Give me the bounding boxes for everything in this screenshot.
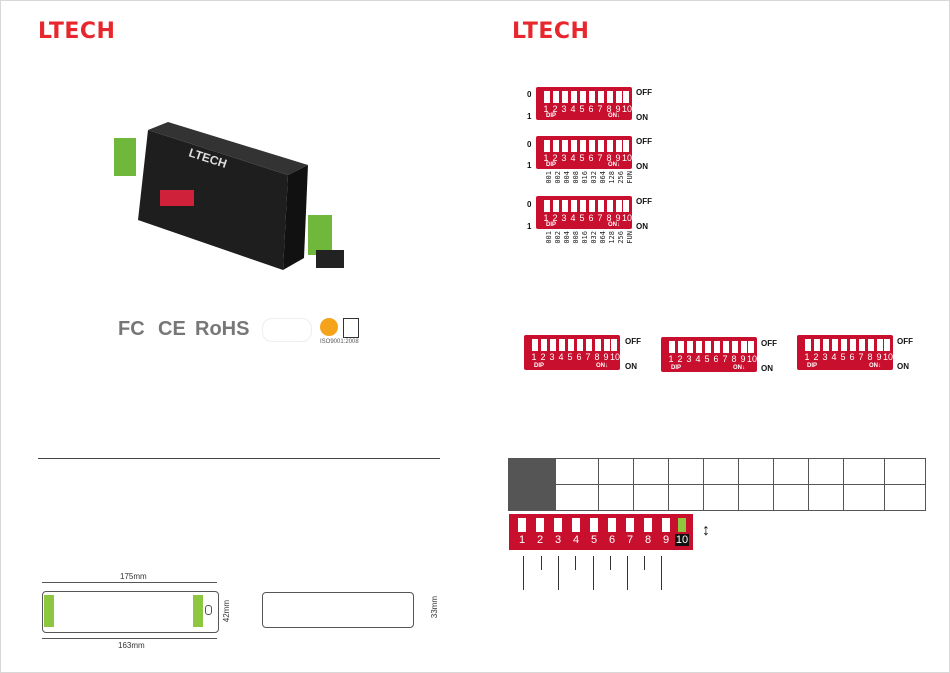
address-table [508, 458, 926, 511]
dim-line-bottom [42, 638, 217, 639]
dim-side-height: 33mm [430, 596, 439, 619]
dip2-one: 1 [527, 161, 532, 170]
dip3-one: 1 [527, 222, 532, 231]
dip2-off: OFF [636, 137, 652, 146]
fcc-mark: FC [118, 318, 145, 340]
cert-logo-icon [343, 318, 359, 338]
dip3-off: OFF [636, 197, 652, 206]
arrow-7 [627, 556, 628, 590]
dip2-on: ON [636, 162, 648, 171]
ex3-off: OFF [897, 337, 913, 346]
side-view-outline [262, 592, 414, 628]
brand-logo-right: LTECH [512, 19, 590, 44]
arrow-8 [644, 556, 645, 570]
dip1-zero: 0 [527, 90, 532, 99]
dip1-on: ON [636, 113, 648, 122]
arrow-3 [558, 556, 559, 590]
ex3-on: ON [897, 362, 909, 371]
dip3-on: ON [636, 222, 648, 231]
brand-logo-left: LTECH [38, 19, 116, 44]
arrow-1 [523, 556, 524, 590]
mount-hole [205, 605, 212, 615]
iso-text: ISO9001:2008 [320, 339, 359, 345]
terminal-right [193, 595, 203, 627]
ex1-off: OFF [625, 337, 641, 346]
arrow-9 [661, 556, 662, 590]
section-divider [38, 458, 440, 459]
device-image: LTECH [114, 122, 344, 270]
dim-line-top [42, 582, 217, 583]
dip1-off: OFF [636, 88, 652, 97]
blank-cert-badge [262, 318, 312, 342]
ce-mark: CE [158, 318, 186, 340]
iso-seal-icon [320, 318, 338, 336]
updown-arrow-icon: ↕ [702, 522, 710, 539]
dip2-zero: 0 [527, 140, 532, 149]
ex1-on: ON [625, 362, 637, 371]
dip1-one: 1 [527, 112, 532, 121]
dim-bottom-length: 163mm [118, 641, 145, 650]
ex2-on: ON [761, 364, 773, 373]
dim-height: 42mm [222, 600, 231, 623]
arrow-4 [575, 556, 576, 570]
arrow-5 [593, 556, 594, 590]
top-view-outline [42, 591, 219, 633]
dim-top-length: 175mm [120, 572, 147, 581]
arrow-2 [541, 556, 542, 570]
ex2-off: OFF [761, 339, 777, 348]
dip3-zero: 0 [527, 200, 532, 209]
terminal-left [44, 595, 54, 627]
arrow-6 [610, 556, 611, 570]
rohs-mark: RoHS [195, 318, 250, 340]
